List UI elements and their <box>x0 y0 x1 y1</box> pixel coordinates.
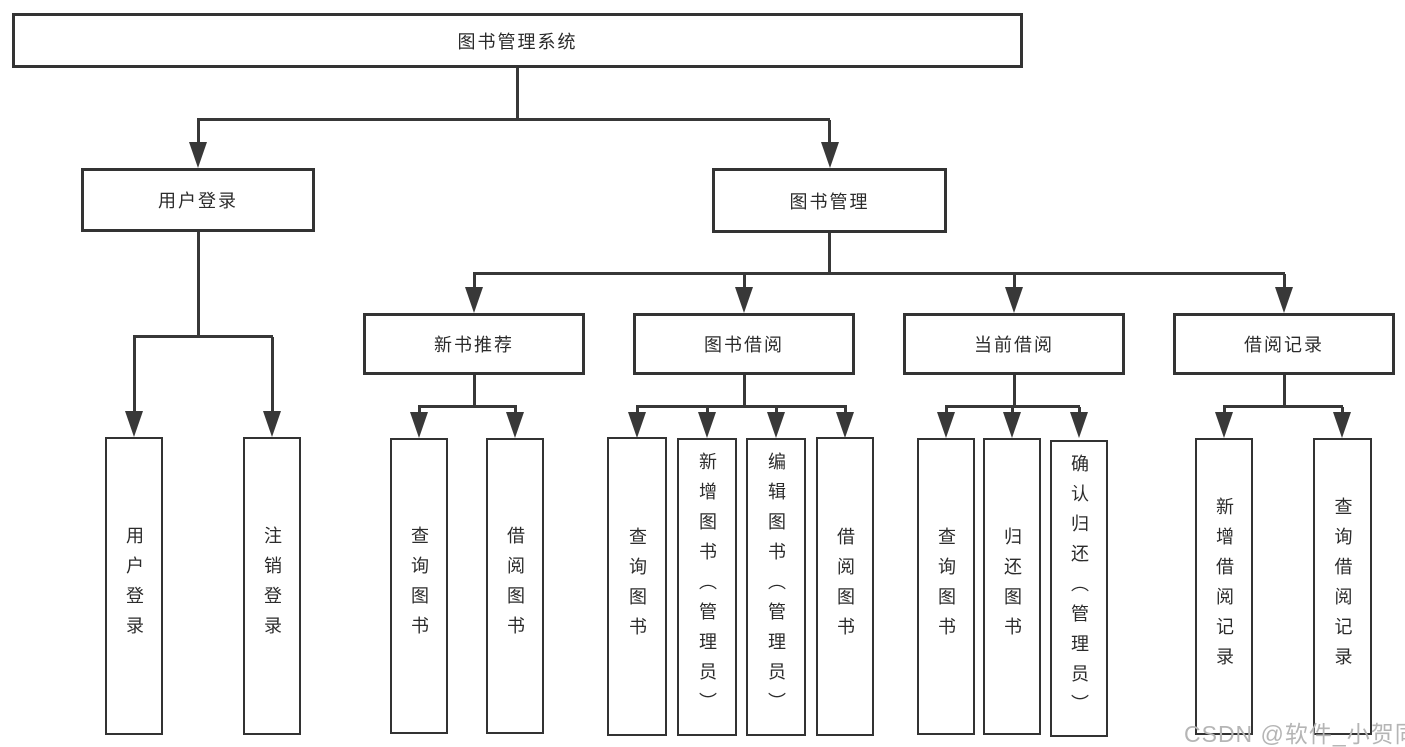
arrow-down-icon <box>1333 412 1351 438</box>
node-book-borrow: 图书借阅 <box>633 313 855 375</box>
arrow-down-icon <box>735 287 753 313</box>
connector-line <box>418 407 421 414</box>
node-root: 图书管理系统 <box>12 13 1023 68</box>
node-borrow-record: 借阅记录 <box>1173 313 1395 375</box>
connector-line <box>1223 405 1343 408</box>
arrow-down-icon <box>189 142 207 168</box>
node-current-borrow: 当前借阅 <box>903 313 1125 375</box>
arrow-down-icon <box>410 412 428 438</box>
node-leaf-borrow-book-label: 借阅图书 <box>835 526 855 647</box>
node-leaf-logout-label: 注销登录 <box>262 526 282 646</box>
connector-line <box>473 375 476 408</box>
node-leaf-borrow-book: 借阅图书 <box>816 437 874 736</box>
node-book-borrow-label: 图书借阅 <box>704 335 784 355</box>
connector-line <box>1341 407 1344 414</box>
arrow-down-icon <box>1215 412 1233 438</box>
node-user-login-label: 用户登录 <box>158 191 238 211</box>
node-leaf-edit-book-admin: 编辑图书（管理员） <box>746 438 806 736</box>
node-leaf-current-query-book: 查询图书 <box>917 438 975 735</box>
node-new-book-recommend: 新书推荐 <box>363 313 585 375</box>
arrow-down-icon <box>628 412 646 438</box>
node-leaf-current-query-book-label: 查询图书 <box>936 526 956 647</box>
connector-line <box>514 407 517 414</box>
connector-line <box>1013 375 1016 408</box>
connector-line <box>945 407 948 414</box>
arrow-down-icon <box>1070 412 1088 438</box>
node-leaf-user-login: 用户登录 <box>105 437 163 735</box>
connector-line <box>828 120 831 144</box>
node-leaf-confirm-return-admin: 确认归还（管理员） <box>1050 440 1108 737</box>
connector-line <box>473 272 1285 275</box>
arrow-down-icon <box>125 411 143 437</box>
connector-line <box>636 407 639 414</box>
connector-line <box>197 120 200 144</box>
connector-line <box>636 405 847 408</box>
connector-line <box>133 335 273 338</box>
node-leaf-logout: 注销登录 <box>243 437 301 735</box>
arrow-down-icon <box>767 412 785 438</box>
node-leaf-recommend-borrow-book-label: 借阅图书 <box>505 526 525 646</box>
node-leaf-borrow-query-book: 查询图书 <box>607 437 667 736</box>
arrow-down-icon <box>1005 287 1023 313</box>
connector-line <box>197 118 830 121</box>
connector-line <box>945 405 1080 408</box>
connector-line <box>844 407 847 414</box>
arrow-down-icon <box>1275 287 1293 313</box>
arrow-down-icon <box>506 412 524 438</box>
node-root-label: 图书管理系统 <box>457 31 578 52</box>
connector-line <box>1078 407 1081 414</box>
csdn-watermark: CSDN @软件_小贺同学 <box>1184 721 1405 747</box>
node-leaf-recommend-query-book: 查询图书 <box>390 438 448 734</box>
node-new-book-recommend-label: 新书推荐 <box>434 335 514 355</box>
connector-line <box>516 68 519 120</box>
node-leaf-add-borrow-record: 新增借阅记录 <box>1195 438 1253 735</box>
arrow-down-icon <box>263 411 281 437</box>
connector-line <box>1011 407 1014 414</box>
arrow-down-icon <box>821 142 839 168</box>
arrow-down-icon <box>836 412 854 438</box>
node-leaf-add-book-admin-label: 新增图书（管理员） <box>697 452 717 722</box>
node-leaf-add-book-admin: 新增图书（管理员） <box>677 438 737 736</box>
node-leaf-edit-book-admin-label: 编辑图书（管理员） <box>766 452 786 722</box>
node-user-login: 用户登录 <box>81 168 315 232</box>
node-leaf-return-book: 归还图书 <box>983 438 1041 735</box>
node-book-manage: 图书管理 <box>712 168 947 233</box>
connector-line <box>1283 274 1286 289</box>
connector-line <box>706 407 709 414</box>
node-leaf-recommend-query-book-label: 查询图书 <box>409 526 429 646</box>
node-book-manage-label: 图书管理 <box>789 191 870 212</box>
connector-line <box>775 407 778 414</box>
node-leaf-recommend-borrow-book: 借阅图书 <box>486 438 544 734</box>
connector-line <box>1283 375 1286 408</box>
connector-line <box>473 274 476 289</box>
connector-line <box>743 375 746 408</box>
arrow-down-icon <box>698 412 716 438</box>
connector-line <box>1013 274 1016 289</box>
connector-line <box>828 233 831 275</box>
node-leaf-user-login-label: 用户登录 <box>124 526 144 646</box>
node-leaf-query-borrow-record-label: 查询借阅记录 <box>1332 496 1353 677</box>
node-leaf-borrow-query-book-label: 查询图书 <box>627 526 647 647</box>
arrow-down-icon <box>937 412 955 438</box>
arrow-down-icon <box>465 287 483 313</box>
node-current-borrow-label: 当前借阅 <box>974 335 1054 355</box>
node-borrow-record-label: 借阅记录 <box>1244 335 1324 355</box>
connector-line <box>743 274 746 289</box>
arrow-down-icon <box>1003 412 1021 438</box>
node-leaf-query-borrow-record: 查询借阅记录 <box>1313 438 1372 735</box>
node-leaf-add-borrow-record-label: 新增借阅记录 <box>1214 496 1234 677</box>
node-leaf-confirm-return-admin-label: 确认归还（管理员） <box>1069 453 1089 724</box>
connector-line <box>1223 407 1226 414</box>
connector-line <box>133 337 136 413</box>
node-leaf-return-book-label: 归还图书 <box>1002 526 1022 647</box>
connector-line <box>418 405 517 408</box>
connector-line <box>271 337 274 413</box>
connector-line <box>197 232 200 338</box>
